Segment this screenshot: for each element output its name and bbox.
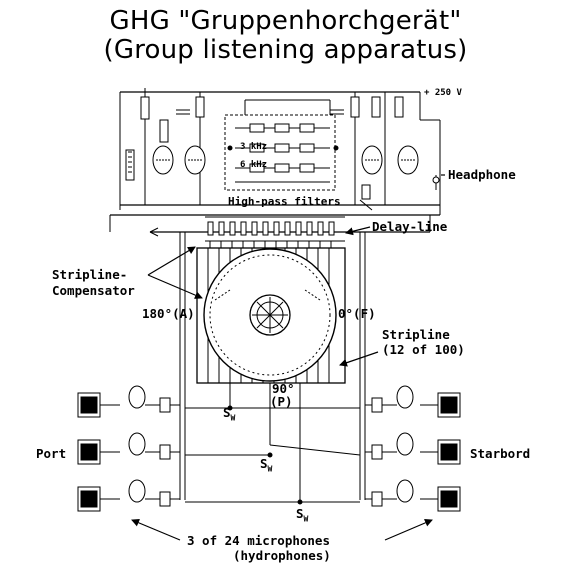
stripline-compensator-label-2: Compensator xyxy=(52,283,135,298)
headphone-label: Headphone xyxy=(448,167,516,182)
switch-label-2: SW xyxy=(260,456,273,474)
angle-p-label: (P) xyxy=(270,394,293,409)
microphones-label-2: (hydrophones) xyxy=(233,548,331,563)
filter-freq-6khz: 6 kHz xyxy=(240,160,268,170)
stripline-compensator xyxy=(196,247,346,384)
microphone-bus xyxy=(179,232,366,505)
angle-0-label: 0°(F) xyxy=(338,306,376,321)
starboard-hydrophones xyxy=(365,385,461,512)
voltage-label: + 250 V xyxy=(424,88,462,98)
microphones-label-1: 3 of 24 microphones xyxy=(187,533,330,548)
filter-freq-3khz: 3 kHz xyxy=(240,142,268,152)
title-line-2: (Group listening apparatus) xyxy=(103,35,468,65)
amplifier-circuit xyxy=(109,88,441,232)
port-label: Port xyxy=(36,446,67,461)
high-pass-filters-label: High-pass filters xyxy=(228,195,341,208)
delay-line-label: Delay-line xyxy=(372,219,448,234)
stripline-compensator-label-1: Stripline- xyxy=(52,267,128,282)
pointer-arrows xyxy=(131,174,445,541)
angle-90-label: 90° xyxy=(272,381,295,396)
port-hydrophones xyxy=(77,385,180,512)
stripline-label-1: Stripline xyxy=(382,327,450,342)
switch-label-3: SW xyxy=(296,506,309,524)
stripline-label-2: (12 of 100) xyxy=(382,342,465,357)
starbord-label: Starbord xyxy=(470,446,531,461)
delay-line-taps xyxy=(205,216,345,252)
switch-label-1: SW xyxy=(223,405,236,423)
angle-180-label: 180°(A) xyxy=(142,306,195,321)
title-line-1: GHG "Gruppenhorchgerät" xyxy=(109,6,462,36)
